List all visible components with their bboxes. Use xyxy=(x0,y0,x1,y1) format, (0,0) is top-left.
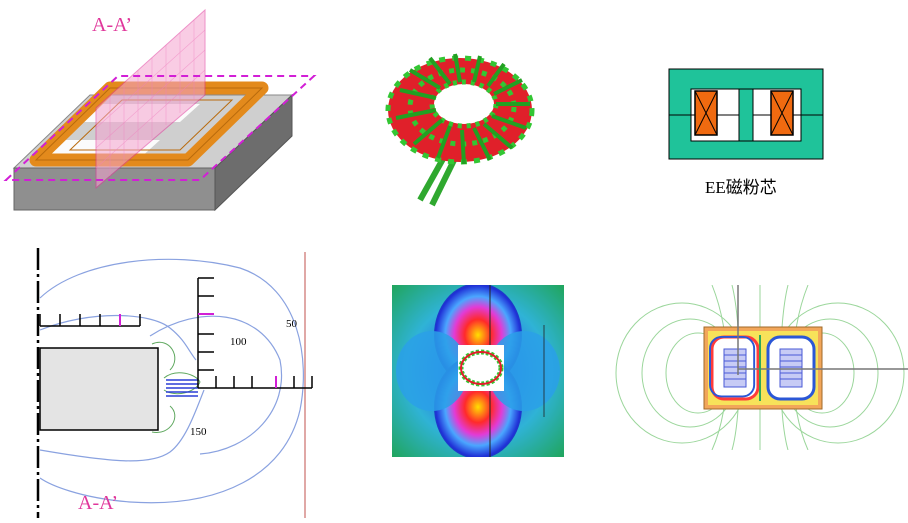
toroid-field-map xyxy=(392,283,564,459)
toroid-field-map-panel xyxy=(392,283,564,459)
contour-label-50: 50 xyxy=(286,318,297,330)
field-contour-plot xyxy=(36,248,313,518)
ee-field-map-panel xyxy=(612,284,908,451)
inductor-3d-panel: A-A’ xyxy=(0,0,320,220)
field-contour-panel: 50 100 150 A-A’ xyxy=(0,240,330,518)
toroid-inductor-image xyxy=(385,53,535,207)
contour-label-100: 100 xyxy=(230,336,247,348)
ee-core-caption: EE磁粉芯 xyxy=(705,178,777,197)
section-label-contour: A-A’ xyxy=(78,492,118,514)
toroid-photo-panel xyxy=(380,40,550,210)
ee-core-panel: EE磁粉芯 xyxy=(665,65,830,205)
ee-core-diagram xyxy=(668,68,824,160)
ee-field-map xyxy=(615,284,908,451)
contour-label-150: 150 xyxy=(190,426,207,438)
section-label-3d: A-A’ xyxy=(92,14,132,36)
inductor-3d-drawing xyxy=(3,8,317,212)
